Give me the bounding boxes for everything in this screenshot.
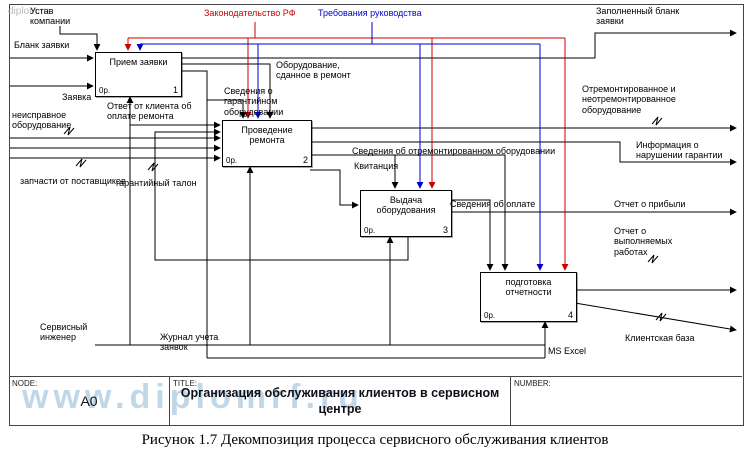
label-svedeniya-garantijnoe: Сведения о гарантийном оборудовании	[224, 86, 284, 117]
activity-box-podgotovka-otchetnosti: подготовка отчетности 0р. 4	[480, 272, 577, 322]
label-otvet-klienta: Ответ от клиента об оплате ремонта	[107, 101, 192, 122]
label-servisny-inzhener: Сервисный инженер	[40, 322, 88, 343]
label-svedeniya-otremontirovannoe: Сведения об отремонтированном оборудован…	[352, 146, 556, 156]
label-zakonodatelstvo-rf: Законодательство РФ	[204, 8, 296, 18]
number-cell: NUMBER:	[511, 377, 742, 425]
label-neispravnoe-oborudovanie: неисправное оборудование	[12, 110, 72, 131]
label-zayavka: Заявка	[62, 92, 92, 102]
label-blank-zayavki: Бланк заявки	[14, 40, 70, 50]
box-number: 2	[302, 155, 308, 165]
label-svedeniya-ob-oplate: Сведения об оплате	[450, 199, 536, 209]
label-ustav-kompanii: Устав компании	[30, 6, 71, 27]
label-otchet-o-pribyli: Отчет о прибыли	[614, 199, 686, 209]
node-label: NODE:	[12, 379, 38, 388]
figure-caption: Рисунок 1.7 Декомпозиция процесса сервис…	[141, 432, 609, 448]
activity-box-vydacha-oborudovaniya: Выдача оборудования 0р. 3	[360, 190, 452, 237]
box-number: 1	[172, 85, 178, 95]
label-klientskaya-baza: Клиентская база	[625, 333, 695, 343]
label-zapchasti: запчасти от поставщиков	[20, 176, 126, 186]
label-kvitanciya: Квитанция	[354, 161, 399, 171]
label-zhurnal-ucheta: Журнал учета заявок	[160, 332, 219, 353]
box-number: 4	[567, 310, 573, 320]
title-cell: TITLE: Организация обслуживания клиентов…	[170, 377, 511, 425]
title-bar: NODE: A0 TITLE: Организация обслуживания…	[9, 376, 742, 425]
label-garantijny-talon: гарантийный талон	[116, 178, 197, 188]
box-title: Проведение ремонта	[241, 125, 293, 146]
node-value: A0	[80, 393, 98, 409]
number-label: NUMBER:	[514, 379, 551, 388]
label-ms-excel: MS Excel	[548, 346, 587, 356]
box-cost: 0р.	[364, 226, 376, 235]
diagram-title: Организация обслуживания клиентов в серв…	[180, 386, 500, 417]
label-trebovaniya-rukovodstva: Требования руководства	[318, 8, 422, 18]
box-number: 3	[442, 225, 448, 235]
label-oborudovanie-sdannoe: Оборудование, сданное в ремонт	[276, 60, 351, 81]
label-informaciya-narushenie: Информация о нарушении гарантии	[636, 140, 723, 161]
title-label: TITLE:	[173, 379, 198, 388]
box-title: Прием заявки	[109, 57, 168, 67]
label-otremontirovannoe: Отремонтированное и неотремонтированное …	[582, 84, 676, 115]
activity-box-provedenie-remonta: Проведение ремонта 0р. 2	[222, 120, 312, 167]
node-cell: NODE: A0	[9, 377, 170, 425]
box-title: Выдача оборудования	[376, 195, 436, 216]
activity-box-priem-zayavki: Прием заявки 0р. 1	[95, 52, 182, 97]
box-cost: 0р.	[484, 311, 496, 320]
label-zapolnenny-blank: Заполненный бланк заявки	[596, 6, 680, 27]
box-cost: 0р.	[99, 86, 111, 95]
label-otchet-o-rabotah: Отчет о выполняемых работах	[614, 226, 673, 257]
box-title: подготовка отчетности	[505, 277, 552, 298]
box-cost: 0р.	[226, 156, 238, 165]
